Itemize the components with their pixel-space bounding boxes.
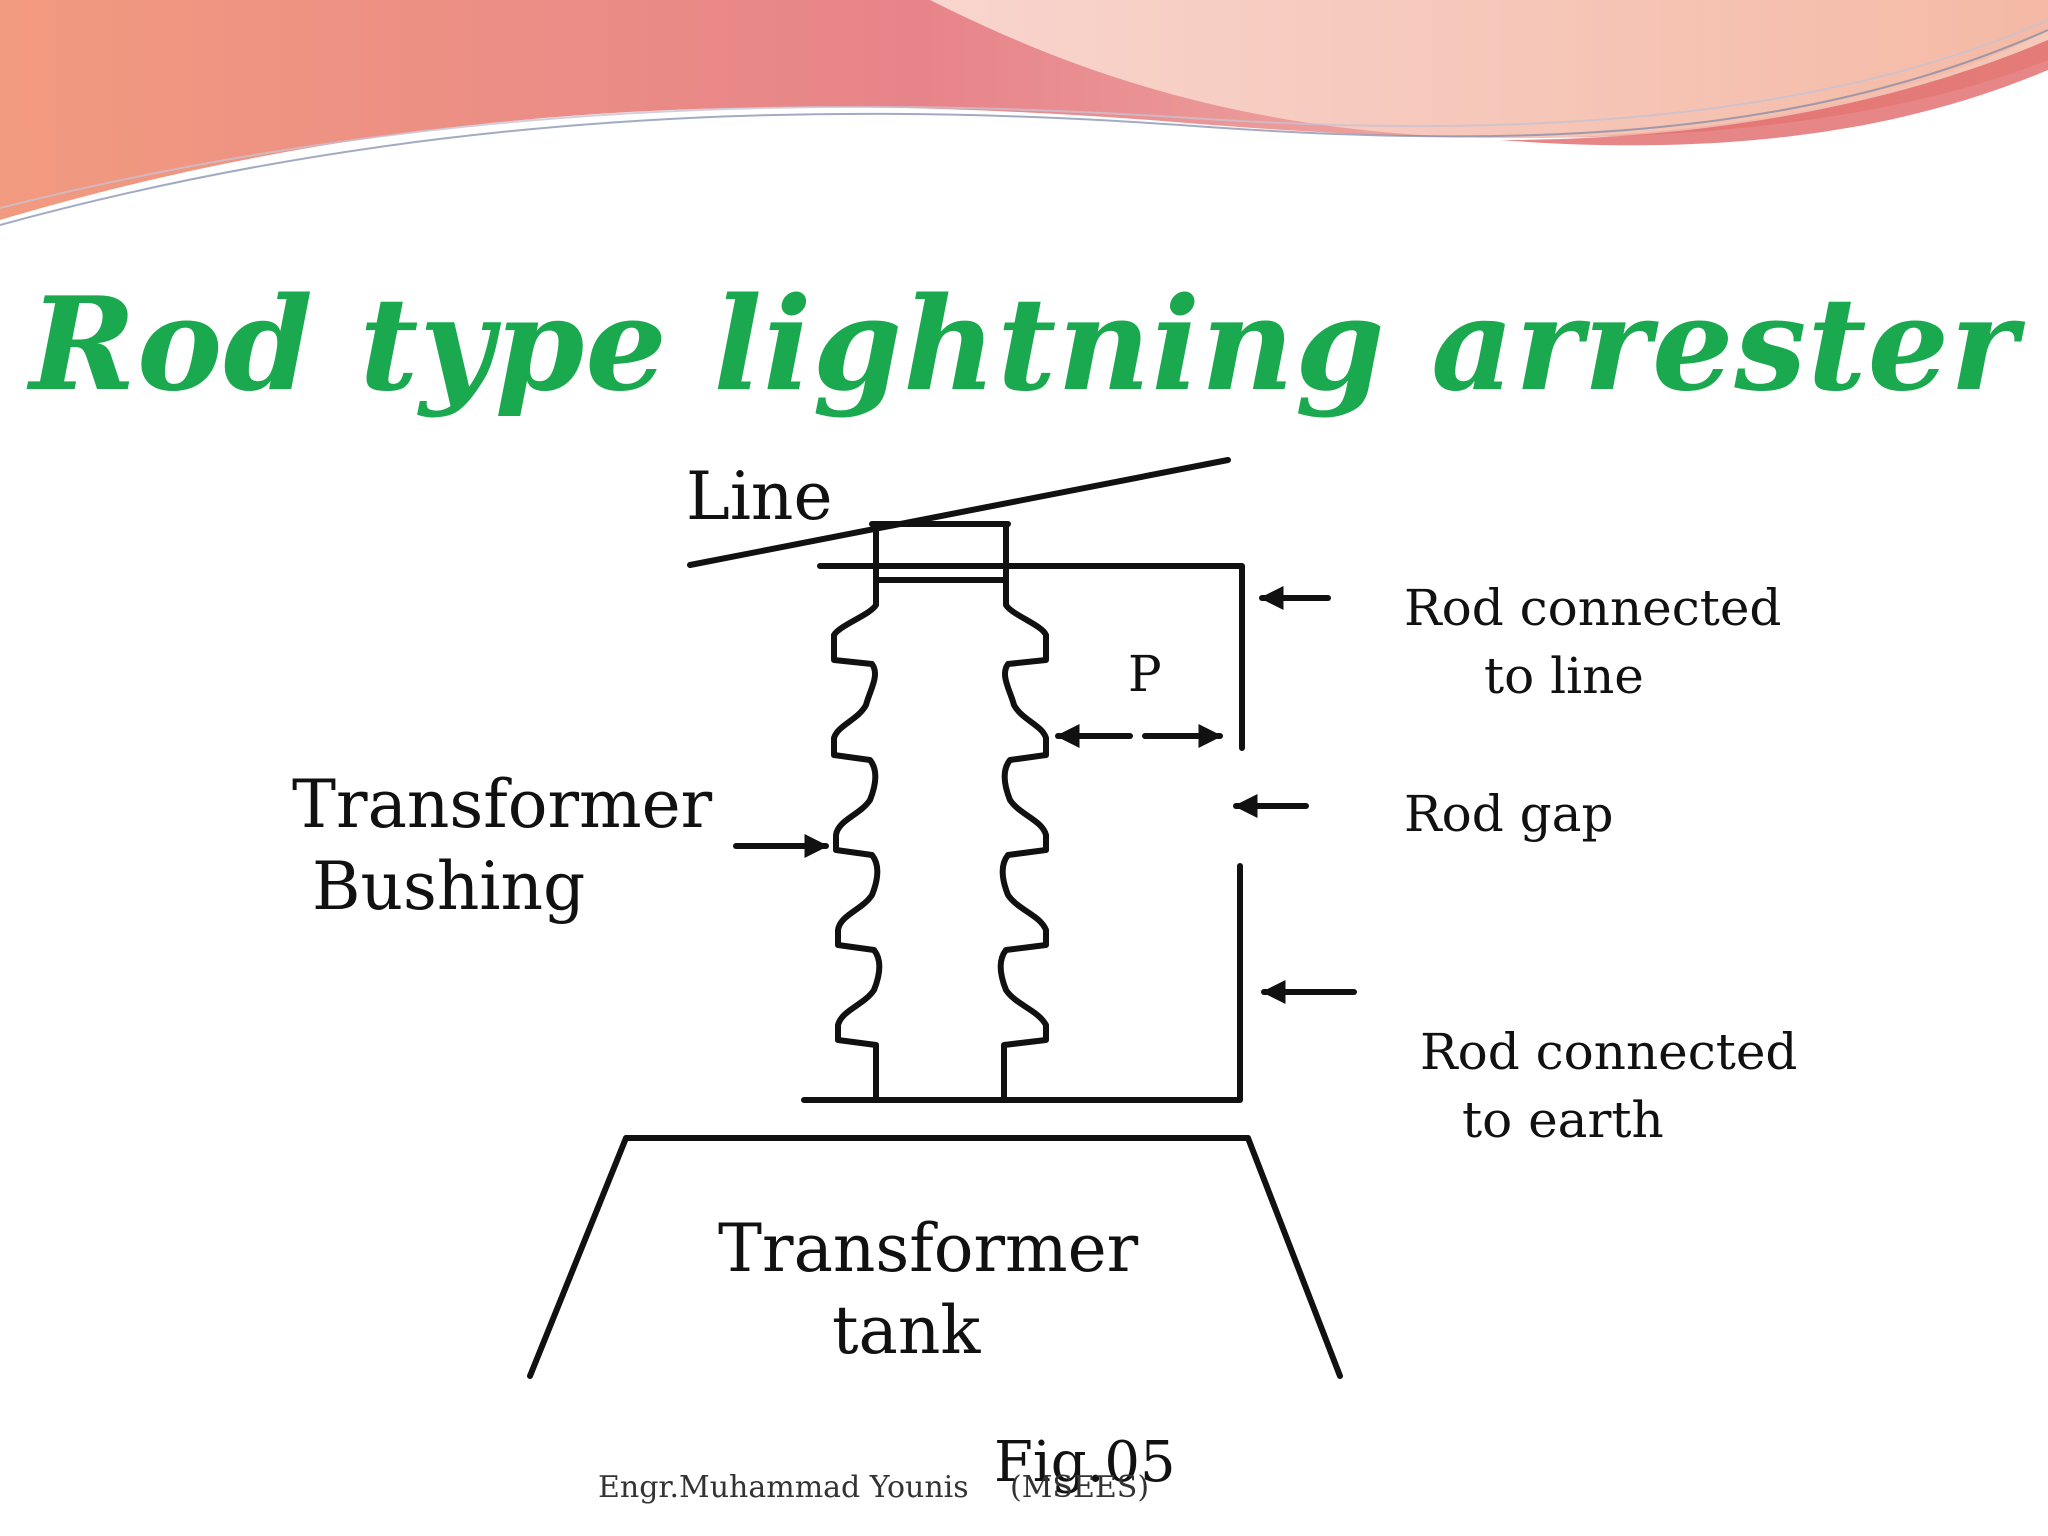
figure-label: Fig.05 — [994, 1430, 1176, 1495]
label-rod-gap: Rod gap — [1404, 785, 1614, 843]
banner-thin-line-2 — [0, 19, 2048, 209]
label-bushing-2: Bushing — [312, 848, 586, 925]
banner-thin-line-1 — [0, 29, 2048, 226]
banner-wave-light — [930, 0, 2048, 139]
label-tank-2: tank — [832, 1292, 981, 1369]
slide-title: Rod type lightning arrester — [29, 270, 2019, 420]
label-tank-1: Transformer — [718, 1210, 1139, 1287]
label-rod-line-1: Rod connected — [1404, 579, 1782, 637]
label-p: P — [1128, 645, 1162, 703]
label-rod-earth-2: to earth — [1462, 1091, 1664, 1149]
header-banner — [0, 0, 2048, 226]
footer-degree: (MSEES) — [1010, 1470, 1150, 1505]
label-rod-earth-1: Rod connected — [1420, 1023, 1798, 1081]
bushing-body-right — [997, 577, 1049, 1103]
label-rod-line-2: to line — [1484, 647, 1644, 705]
bushing-body — [831, 577, 883, 1103]
footer-author: Engr.Muhammad Younis — [598, 1470, 969, 1505]
transformer-tank — [527, 1135, 1343, 1379]
rod-to-earth — [801, 863, 1243, 1103]
overhead-line — [687, 457, 1231, 568]
rod-to-line — [817, 563, 1245, 751]
banner-wave-accent — [1500, 40, 2048, 146]
label-bushing-1: Transformer — [292, 766, 713, 843]
label-line: Line — [686, 458, 833, 535]
bushing-cap — [869, 521, 1011, 583]
